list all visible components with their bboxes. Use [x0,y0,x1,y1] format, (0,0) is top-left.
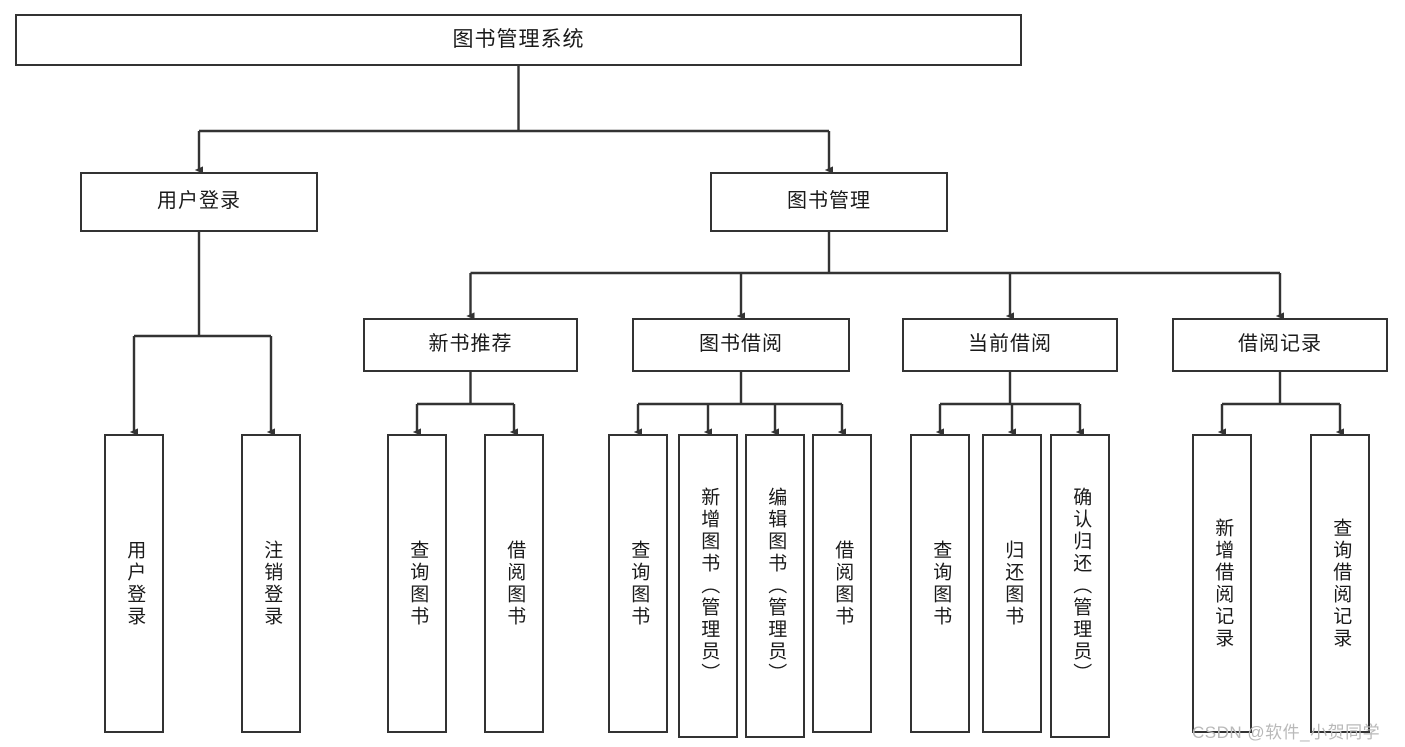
node-new-2[interactable]: 借阅图书 [484,434,544,733]
watermark-text: CSDN @软件_小贺同学 [1192,723,1381,742]
node-bor-4[interactable]: 借阅图书 [812,434,872,733]
node-label-rec-2: 查询借阅记录 [1330,517,1352,650]
node-label-login-2: 注销登录 [261,539,283,628]
node-label-bor-1: 查询图书 [628,539,650,628]
node-label-bor-2: 新增图书（管理员） [698,487,720,685]
node-newbook[interactable]: 新书推荐 [363,318,578,372]
node-cur-1[interactable]: 查询图书 [910,434,970,733]
node-label-new-2: 借阅图书 [504,539,526,628]
node-new-1[interactable]: 查询图书 [387,434,447,733]
node-cur-3[interactable]: 确认归还（管理员） [1050,434,1110,738]
node-borrow[interactable]: 图书借阅 [632,318,850,372]
node-bor-3[interactable]: 编辑图书（管理员） [745,434,805,738]
node-label-bor-4: 借阅图书 [832,539,854,628]
node-rec-1[interactable]: 新增借阅记录 [1192,434,1252,733]
node-label-current: 当前借阅 [968,333,1052,356]
node-label-cur-2: 归还图书 [1002,539,1024,628]
node-login-1[interactable]: 用户登录 [104,434,164,733]
node-label-cur-1: 查询图书 [930,539,952,628]
node-rec-2[interactable]: 查询借阅记录 [1310,434,1370,733]
node-login-2[interactable]: 注销登录 [241,434,301,733]
node-cur-2[interactable]: 归还图书 [982,434,1042,733]
node-label-bookmgmt: 图书管理 [787,190,871,213]
node-label-newbook: 新书推荐 [428,333,513,356]
node-label-login: 用户登录 [157,190,241,213]
node-bookmgmt[interactable]: 图书管理 [710,172,948,232]
node-label-cur-3: 确认归还（管理员） [1070,487,1092,685]
node-label-new-1: 查询图书 [407,539,429,628]
node-label-rec-1: 新增借阅记录 [1212,517,1234,650]
node-login[interactable]: 用户登录 [80,172,318,232]
node-label-bor-3: 编辑图书（管理员） [765,487,787,685]
node-root[interactable]: 图书管理系统 [15,14,1022,66]
node-label-root: 图书管理系统 [452,27,585,51]
node-bor-1[interactable]: 查询图书 [608,434,668,733]
node-label-login-1: 用户登录 [124,539,146,628]
node-bor-2[interactable]: 新增图书（管理员） [678,434,738,738]
node-current[interactable]: 当前借阅 [902,318,1118,372]
node-label-records: 借阅记录 [1238,333,1322,356]
node-label-borrow: 图书借阅 [699,333,783,356]
node-records[interactable]: 借阅记录 [1172,318,1388,372]
